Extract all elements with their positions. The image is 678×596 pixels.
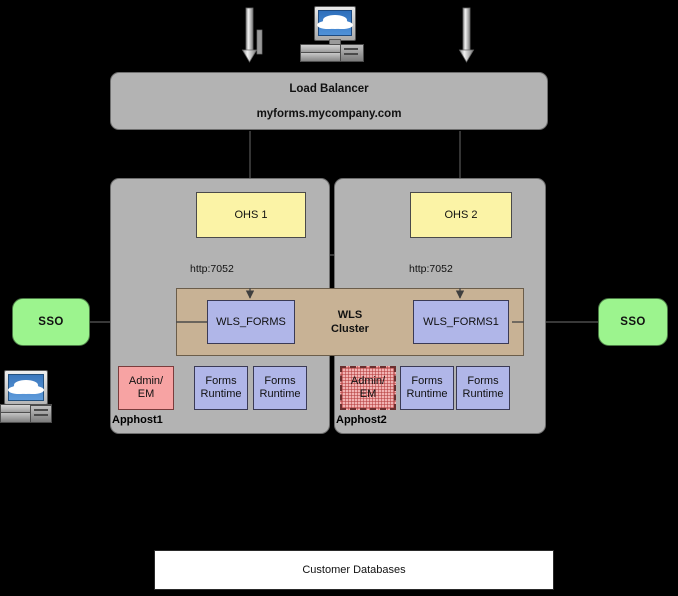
apphost2-forms-runtime-2-line2: Runtime bbox=[462, 388, 504, 400]
apphost1-forms-runtime-1: Forms Runtime bbox=[194, 366, 248, 410]
apphost2-label: Apphost2 bbox=[336, 414, 387, 426]
wls-forms1-label: WLS_FORMS1 bbox=[423, 315, 499, 328]
apphost2-forms-runtime-1: Forms Runtime bbox=[400, 366, 454, 410]
ohs-2-label: OHS 2 bbox=[444, 208, 478, 221]
ohs-2-box: OHS 2 bbox=[410, 192, 512, 238]
client-computer-icon-left bbox=[0, 370, 52, 424]
wls-cluster-label-line2: Cluster bbox=[331, 322, 369, 335]
client-down-arrow-left bbox=[241, 7, 263, 63]
customer-databases-label: Customer Databases bbox=[302, 564, 406, 576]
wls-forms-box: WLS_FORMS bbox=[207, 300, 295, 344]
apphost1-port-label: http:7052 bbox=[190, 263, 234, 275]
customer-databases-box: Customer Databases bbox=[154, 550, 554, 590]
apphost1-forms-runtime-1-line2: Runtime bbox=[200, 388, 242, 400]
sso-right-box: SSO bbox=[598, 298, 668, 346]
wls-cluster-label-line1: WLS bbox=[337, 309, 363, 321]
load-balancer-box: Load Balancer myforms.mycompany.com bbox=[110, 72, 548, 130]
wls-cluster-label: WLS Cluster bbox=[320, 309, 380, 337]
load-balancer-title: Load Balancer bbox=[289, 82, 369, 95]
apphost2-admin-em-box-standby: Admin/ EM bbox=[340, 366, 396, 410]
ohs-1-box: OHS 1 bbox=[196, 192, 306, 238]
apphost2-admin-em-line1: Admin/ bbox=[350, 375, 386, 388]
sso-left-label: SSO bbox=[38, 316, 64, 328]
apphost1-forms-runtime-2-line2: Runtime bbox=[259, 388, 301, 400]
apphost2-forms-runtime-1-line1: Forms bbox=[411, 375, 443, 388]
sso-right-label: SSO bbox=[620, 316, 646, 328]
apphost1-admin-em-line2: EM bbox=[137, 388, 155, 400]
desktop-computer-icon bbox=[300, 6, 364, 62]
apphost1-forms-runtime-1-line1: Forms bbox=[205, 375, 237, 388]
apphost1-forms-runtime-2-line1: Forms bbox=[264, 375, 296, 388]
load-balancer-hostname: myforms.mycompany.com bbox=[256, 107, 402, 120]
apphost2-forms-runtime-2: Forms Runtime bbox=[456, 366, 510, 410]
apphost2-forms-runtime-1-line2: Runtime bbox=[406, 388, 448, 400]
apphost1-forms-runtime-2: Forms Runtime bbox=[253, 366, 307, 410]
apphost1-label: Apphost1 bbox=[112, 414, 163, 426]
apphost1-admin-em-box: Admin/ EM bbox=[118, 366, 174, 410]
ohs-1-label: OHS 1 bbox=[234, 208, 268, 221]
sso-left-box: SSO bbox=[12, 298, 90, 346]
apphost2-admin-em-line2: EM bbox=[359, 388, 377, 400]
apphost2-forms-runtime-2-line1: Forms bbox=[467, 375, 499, 388]
wls-forms-label: WLS_FORMS bbox=[216, 315, 286, 328]
apphost2-port-label: http:7052 bbox=[409, 263, 453, 275]
wls-forms1-box: WLS_FORMS1 bbox=[413, 300, 509, 344]
client-down-arrow-right bbox=[458, 7, 475, 63]
apphost1-admin-em-line1: Admin/ bbox=[128, 375, 164, 388]
